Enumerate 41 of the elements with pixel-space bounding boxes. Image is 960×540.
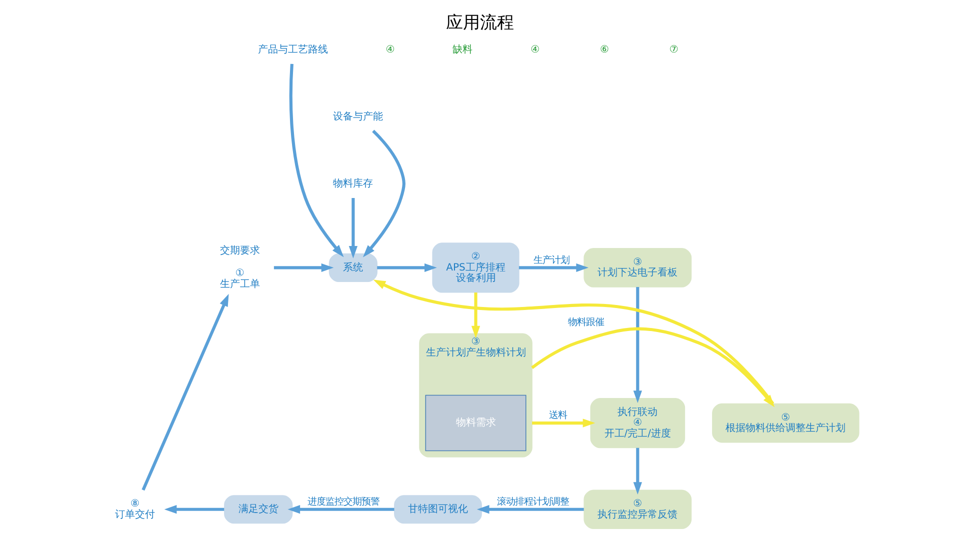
node-box: 执行联动 ④ 开工/完工/进度 <box>590 398 686 448</box>
arrow <box>532 418 596 428</box>
arrow <box>633 448 642 495</box>
arrow <box>377 263 437 272</box>
node-box: 系统 <box>328 253 378 282</box>
arrow <box>476 505 584 514</box>
node-box: 满足交货 <box>224 495 293 524</box>
label: ⑥ <box>600 44 609 56</box>
diagram-title: 应用流程 <box>446 12 514 32</box>
edge-label: 生产计划 <box>534 254 570 266</box>
edge-label: 滚动排程计划调整 <box>496 496 569 508</box>
arrow <box>373 280 774 405</box>
label: ④ <box>386 44 395 56</box>
arrow <box>362 130 406 258</box>
node-box: 物料需求 <box>425 394 526 452</box>
arrow <box>471 292 480 338</box>
node-box: ③ 计划下达电子看板 <box>584 248 692 288</box>
node-text: 物料库存 <box>333 178 374 190</box>
label: 缺料 <box>452 44 473 56</box>
arrow <box>142 294 229 491</box>
arrow <box>274 263 334 272</box>
label: ④ <box>530 44 540 56</box>
edge-label: 进度监控交期预警 <box>307 496 380 508</box>
node-label: 交期要求 <box>220 246 260 257</box>
edge-label: 送料 <box>549 410 568 422</box>
node-box: 甘特图可视化 <box>394 495 482 524</box>
node-text: 设备与产能 <box>332 112 383 123</box>
node-box: ⑤ 执行监控异常反馈 <box>584 490 692 530</box>
arrow <box>288 505 394 514</box>
node-text: ⑧ 订单交付 <box>115 498 156 520</box>
arrow <box>518 263 589 272</box>
node-text: ① 生产工单 <box>220 268 260 290</box>
arrow <box>289 64 344 258</box>
node-text: 产品与工艺路线 <box>258 44 328 56</box>
arrow <box>633 287 642 404</box>
node-box: ⑤ 根据物料供给调整生产计划 <box>712 403 860 443</box>
label: ⑦ <box>669 44 678 56</box>
arrow <box>348 198 358 258</box>
edge-label: 物料跟催 <box>568 316 604 328</box>
node-box: ② APS工序排程 设备利用 <box>432 242 520 293</box>
arrow <box>164 505 224 514</box>
